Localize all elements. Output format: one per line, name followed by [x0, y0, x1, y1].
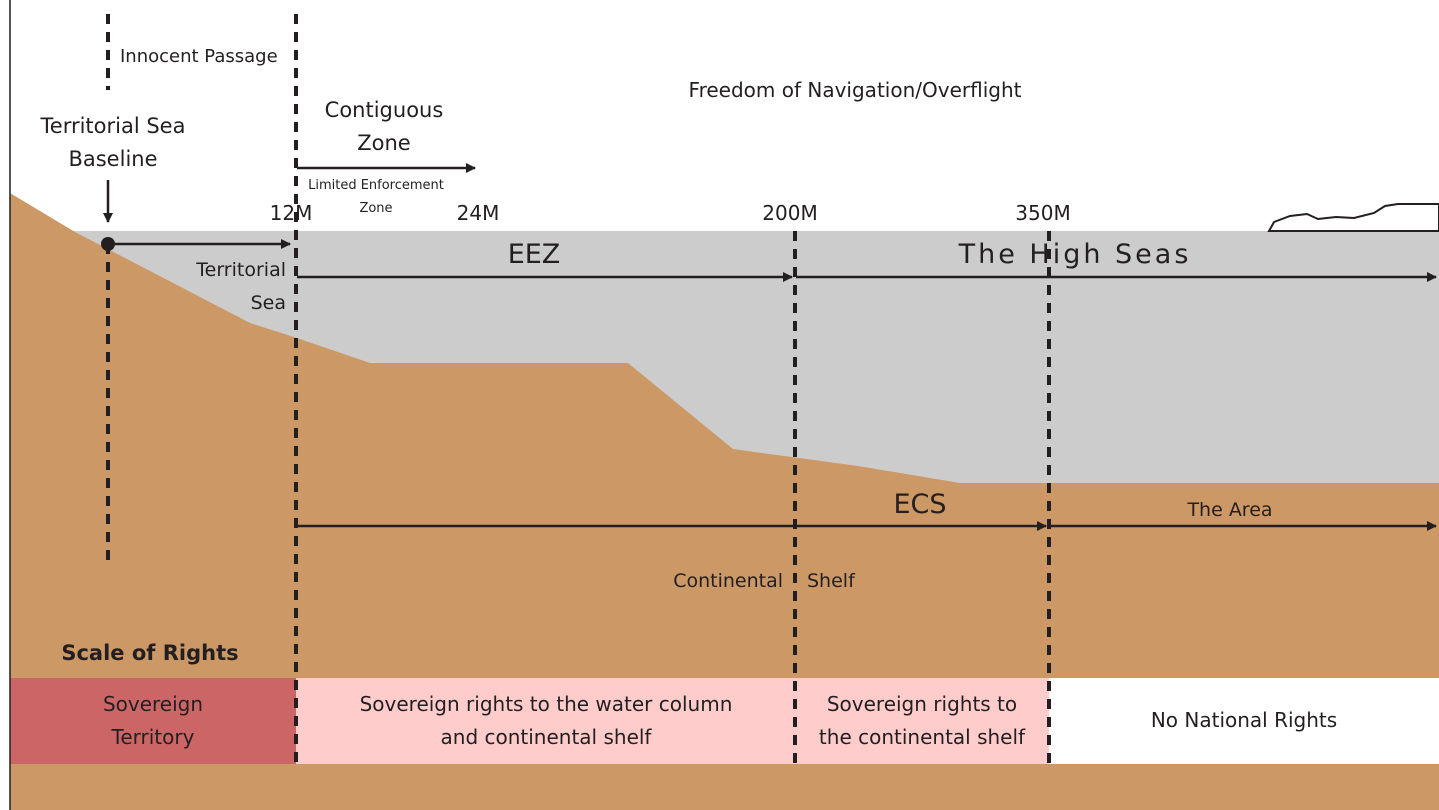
freedom-of-navigation-label: Freedom of Navigation/Overflight [689, 78, 1022, 102]
water-column-rights-line1: Sovereign rights to the water column [360, 692, 733, 716]
water-column-rights-line2: and continental shelf [441, 725, 653, 749]
scale-of-rights-heading: Scale of Rights [61, 641, 238, 665]
rights-none [1049, 678, 1439, 764]
high-seas-label: The High Seas [958, 239, 1192, 270]
contiguous-zone-label-line2: Zone [357, 131, 410, 155]
shelf-rights-line1: Sovereign rights to [827, 692, 1017, 716]
sovereign-territory-line2: Territory [111, 725, 195, 749]
sovereign-territory-line1: Sovereign [103, 692, 203, 716]
baseline-label-line1: Territorial Sea [40, 114, 186, 138]
island-outline [1267, 203, 1439, 232]
limited-enforcement-label-line2: Zone [359, 201, 392, 216]
rights-sovereign-territory [10, 678, 296, 764]
distance-350m-label: 350M [1015, 201, 1070, 225]
rights-continental-shelf [795, 678, 1049, 764]
the-area-label: The Area [1186, 499, 1272, 521]
territorial-sea-label-line1: Territorial [195, 259, 286, 281]
eez-label: EEZ [508, 239, 561, 270]
contiguous-zone-label-line1: Contiguous [325, 98, 444, 122]
baseline-label-line2: Baseline [68, 147, 157, 171]
no-national-rights-label: No National Rights [1151, 708, 1337, 732]
territorial-sea-label-line2: Sea [251, 292, 286, 314]
seabed-land [10, 193, 1439, 810]
shelf-rights-line2: the continental shelf [819, 725, 1026, 749]
continental-label: Continental [673, 570, 783, 592]
limited-enforcement-label-line1: Limited Enforcement [308, 178, 444, 193]
distance-200m-label: 200M [762, 201, 817, 225]
baseline-point [101, 237, 115, 251]
innocent-passage-label: Innocent Passage [120, 46, 278, 67]
shelf-label: Shelf [807, 570, 856, 592]
rights-water-column [296, 678, 795, 764]
distance-24m-label: 24M [457, 201, 500, 225]
distance-12m-label: 12M [270, 201, 313, 225]
ecs-label: ECS [893, 489, 946, 520]
